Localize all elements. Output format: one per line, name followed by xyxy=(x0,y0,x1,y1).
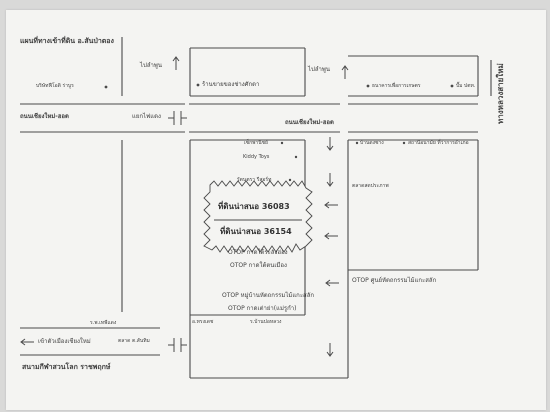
up-arrow-left xyxy=(172,56,180,70)
marker-bank xyxy=(366,84,370,88)
marker-company xyxy=(104,85,108,89)
down-arrow-2 xyxy=(326,173,334,187)
left-arrow-2 xyxy=(324,232,338,240)
label-bank: ธนาคารเพื่อการเกษตร xyxy=(372,83,421,89)
left-arrow-chiangmai xyxy=(20,338,34,346)
label-to-lamphun-left: ไปลำพูน xyxy=(140,62,162,69)
label-police: เซ็กพานิชย์ xyxy=(244,140,268,146)
label-market-bottom: ตลาด ต.สันทิม xyxy=(118,338,150,344)
label-hospital: ร.พ.เทพีแดง xyxy=(90,320,117,326)
label-intersection: แยกไฟแดง xyxy=(132,113,161,120)
marker-police xyxy=(280,141,284,145)
land-plot-36083[interactable]: ที่ดินน่าสนอ 36083 xyxy=(218,202,290,211)
map-title: แผนที่ทางเข้าที่ดิน อ.สันป่าตอง xyxy=(20,37,114,45)
marker-pump xyxy=(450,84,454,88)
left-arrow-1 xyxy=(324,201,338,209)
label-branch: บ้านดงซาง xyxy=(360,140,384,146)
label-kiddy-toys: Kiddy Toys xyxy=(243,154,270,160)
marker-rattana xyxy=(288,178,292,182)
label-otop-4: OTOP กาดเต่าย่า(แม่รูกำ) xyxy=(228,305,297,312)
land-plot-36154[interactable]: ที่ดินน่าสนอ 36154 xyxy=(220,227,292,236)
label-market: ตลาดสดประภาพ xyxy=(352,183,389,189)
label-royal-park: สนามกีฬาสวนโลก ราชพฤกษ์ xyxy=(22,363,111,371)
label-otop-3: OTOP หมู่บ้านหัตถกรรมไม้แกะสลัก xyxy=(222,292,315,299)
label-highway: ทางหลวงสายใหม่ xyxy=(496,63,505,124)
down-arrow-3 xyxy=(326,343,334,357)
label-road-center: ถนนเชียงใหม่-ฮอด xyxy=(285,119,334,126)
traffic-light-bottom xyxy=(168,338,187,352)
land-starburst xyxy=(203,180,313,253)
up-arrow-right xyxy=(341,65,349,79)
label-store-2: ร.บ้านปอหลวง xyxy=(250,319,282,325)
label-otop-2: OTOP กาดใต้ตนเมือง xyxy=(230,262,287,269)
label-store-1: อ.ทรงเดช xyxy=(192,319,214,325)
label-company: บริษัทฟีโอดิ ร่าบูร xyxy=(36,83,74,89)
marker-branch xyxy=(355,141,359,145)
label-health: สถานีอนามัย ที่ว่าการอำเภอ xyxy=(408,140,469,146)
marker-health xyxy=(402,141,406,145)
label-road-left: ถนนเชียงใหม่-ฮอด xyxy=(20,113,69,120)
label-otop-right: OTOP ศูนย์หัตถกรรมไม้แกะสลัก xyxy=(352,277,437,284)
label-to-chiangmai: เข้าตัวเมืองเชียงใหม่ xyxy=(38,338,91,345)
marker-shop xyxy=(196,83,200,87)
label-pump: ปั๊ม ปตท. xyxy=(456,83,476,89)
marker-kiddy xyxy=(294,155,298,159)
label-rattana: รัตนตรา รีสอร์ท xyxy=(237,177,272,183)
label-shop: ร้านขายของช่างศักดา xyxy=(202,81,260,88)
label-otop-1: OTOP กาดใต้ระลังฮ่อง xyxy=(228,249,288,256)
traffic-light-top xyxy=(168,111,187,125)
label-to-lamphun-right: ไปลำพูน xyxy=(308,66,330,73)
down-arrow-1 xyxy=(326,137,334,151)
left-arrow-3 xyxy=(325,279,339,287)
